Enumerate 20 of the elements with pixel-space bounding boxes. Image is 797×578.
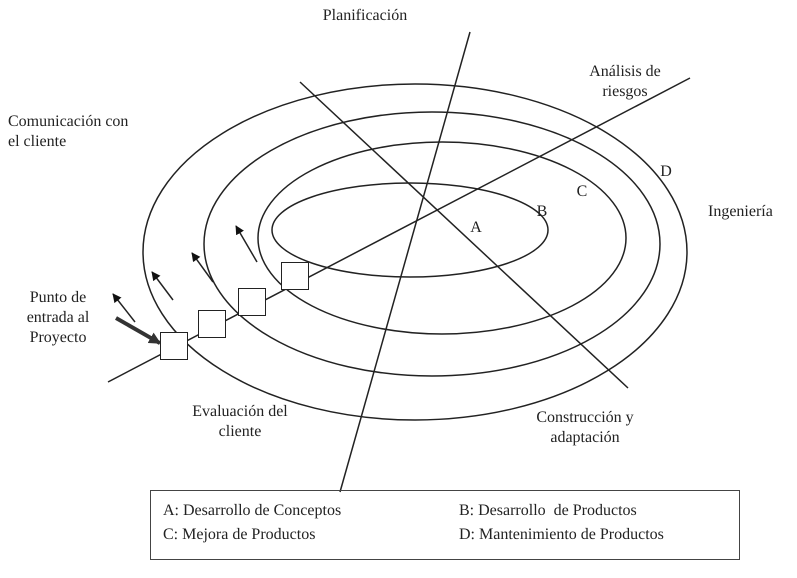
milestone-box — [281, 262, 309, 290]
ring-letter: A — [469, 218, 483, 238]
milestone-box — [238, 288, 266, 316]
ring-letter: D — [659, 162, 673, 182]
legend-entry: D: Mantenimiento de Productos — [459, 525, 664, 545]
sector-label: Comunicación con el cliente — [8, 112, 130, 152]
legend-entry: B: Desarrollo de Productos — [459, 501, 637, 521]
sector-label: Construcción y adaptación — [535, 408, 635, 448]
sector-label: Análisis de riesgos — [588, 62, 662, 102]
entry-arrow — [115, 316, 162, 345]
sector-label: Evaluación del cliente — [191, 402, 289, 442]
milestone-box — [198, 310, 226, 338]
ring-letter: C — [576, 182, 588, 202]
legend-entry: A: Desarrollo de Conceptos — [163, 501, 342, 521]
milestone-box — [160, 332, 188, 360]
ring-letter: B — [536, 202, 548, 222]
sector-label: Ingeniería — [708, 202, 774, 222]
legend-entry: C: Mejora de Productos — [163, 525, 316, 545]
sector-label: Planificación — [322, 6, 408, 26]
entry-point-label: Punto de entrada al Proyecto — [8, 288, 108, 348]
